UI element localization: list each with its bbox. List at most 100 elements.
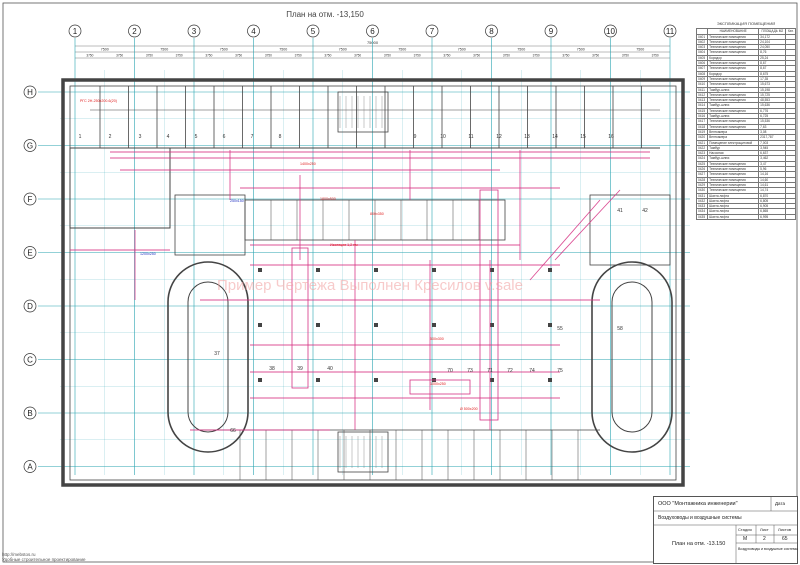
row-axis-label: C	[27, 356, 33, 365]
row-axis-label: A	[27, 463, 33, 472]
explication-cell-number: 0421	[696, 139, 709, 146]
room-number: 7	[251, 134, 254, 140]
explication-cell-number: 0424	[696, 155, 709, 162]
room-number: 16	[608, 134, 614, 140]
structural-column	[548, 378, 552, 382]
explication-cell-area: 6,995	[758, 213, 787, 221]
explication-cell-number: 0403	[696, 44, 709, 51]
title-block: ООО "Монтажника инженерии" Дата Воздухов…	[653, 496, 798, 564]
sheet-title: План на отм. -13,150	[286, 10, 364, 19]
left-ramp-outer	[167, 261, 249, 453]
explication-cell-number: 0418	[696, 123, 709, 130]
room-explication-table: ЭКСПЛИКАЦИЯ ПОМЕЩЕНИЙ НАИМЕНОВАНИЕ ПЛОЩА…	[696, 22, 796, 280]
duct-line	[554, 189, 621, 261]
air-ducts	[70, 150, 650, 431]
duct-annotation: 1000х250	[430, 382, 446, 386]
room-number: 6	[223, 134, 226, 140]
column-axis-label: 4	[251, 27, 256, 36]
room-number: 1	[79, 134, 82, 140]
bay-dimension-label: 7500	[517, 48, 525, 52]
duct-line	[529, 199, 601, 281]
explication-cell-number: 0408	[696, 70, 709, 77]
structural-column	[316, 378, 320, 382]
explication-cell-number: 0401	[696, 33, 709, 40]
room-number: 5	[195, 134, 198, 140]
explication-cell-number: 0407	[696, 65, 709, 72]
structural-column	[432, 323, 436, 327]
column-axis-bubble	[485, 24, 498, 38]
explication-cell-number: 0415	[696, 107, 709, 115]
row-axis-bubble	[23, 299, 37, 313]
room-number: 12	[496, 134, 502, 140]
room-number: 66	[230, 428, 236, 434]
half-bay-dimension-label: 3750	[235, 54, 242, 58]
room-number: 10	[440, 134, 446, 140]
structural-column	[258, 323, 262, 327]
half-bay-dimension-label: 3750	[384, 54, 391, 58]
explication-cell-name: Помещение электрощитовой	[707, 139, 760, 146]
row-axis-bubble	[23, 246, 37, 259]
structural-column	[548, 323, 552, 327]
footer-note: http://mebstos.ru Удобные строительное п…	[2, 552, 85, 562]
main-duct-run	[479, 189, 499, 421]
explication-cell-number: 0422	[696, 144, 709, 152]
bay-dimension-label: 7500	[636, 48, 644, 52]
structural-column	[316, 323, 320, 327]
room-number: 71	[487, 368, 493, 374]
explication-cell-area: 2317,787	[758, 134, 787, 141]
stairwell	[337, 91, 389, 133]
explication-cell-number: 0431	[696, 192, 709, 199]
stage-header: Стадия	[738, 527, 752, 532]
row-axis-label: D	[27, 302, 33, 311]
explication-cell-number: 0435	[696, 213, 709, 221]
stairwell	[337, 431, 389, 473]
building-walls	[61, 78, 685, 487]
column-axis-bubble	[306, 24, 320, 38]
half-bay-dimension-label: 3750	[176, 54, 183, 58]
half-bay-dimension-label: 3750	[622, 54, 629, 58]
explication-header-category: Кат.	[785, 28, 796, 35]
explication-cell-number: 0425	[696, 160, 709, 168]
explication-cell-number: 0404	[696, 49, 709, 56]
duct-annotation: 500х300	[430, 337, 444, 341]
column-axis-bubble	[544, 24, 558, 38]
row-axis-label: H	[27, 88, 33, 97]
half-bay-dimension-label: 3750	[265, 54, 272, 58]
bay-dimension-label: 7500	[220, 48, 228, 52]
structural-column	[374, 323, 378, 327]
sheet-value: 2	[763, 536, 766, 542]
column-axis-label: 9	[549, 27, 554, 36]
title-block-lines	[654, 497, 797, 563]
column-axis-label: 7	[430, 27, 435, 36]
column-axis-label: 1	[73, 27, 78, 36]
explication-cell-number: 0419	[696, 128, 709, 136]
footer-url: http://mebstos.ru	[2, 552, 36, 557]
row-axis-bubble	[23, 460, 37, 473]
room-number: 14	[552, 134, 558, 140]
row-axis-label: F	[28, 195, 33, 204]
structural-column	[548, 268, 552, 272]
half-bay-dimension-label: 3750	[354, 54, 361, 58]
column-axis-bubble	[247, 24, 260, 38]
structural-column	[490, 268, 494, 272]
explication-cell-number: 0413	[696, 97, 709, 104]
explication-cell-number: 0410	[696, 81, 709, 88]
explication-cell-number: 0423	[696, 150, 709, 157]
column-axis-bubble	[187, 24, 201, 38]
room-number: 58	[617, 326, 623, 332]
section-name: Воздуховоды и воздушные системы	[658, 515, 742, 521]
right-ramp-inner	[611, 281, 653, 433]
left-block-wall	[69, 147, 171, 229]
half-bay-dimension-label: 3750	[533, 54, 540, 58]
column-axis-label: 3	[192, 27, 197, 36]
bay-dimension-label: 7500	[398, 48, 406, 52]
explication-cell-number: 0406	[696, 60, 709, 67]
structural-column	[374, 268, 378, 272]
room-number: 37	[214, 351, 220, 357]
